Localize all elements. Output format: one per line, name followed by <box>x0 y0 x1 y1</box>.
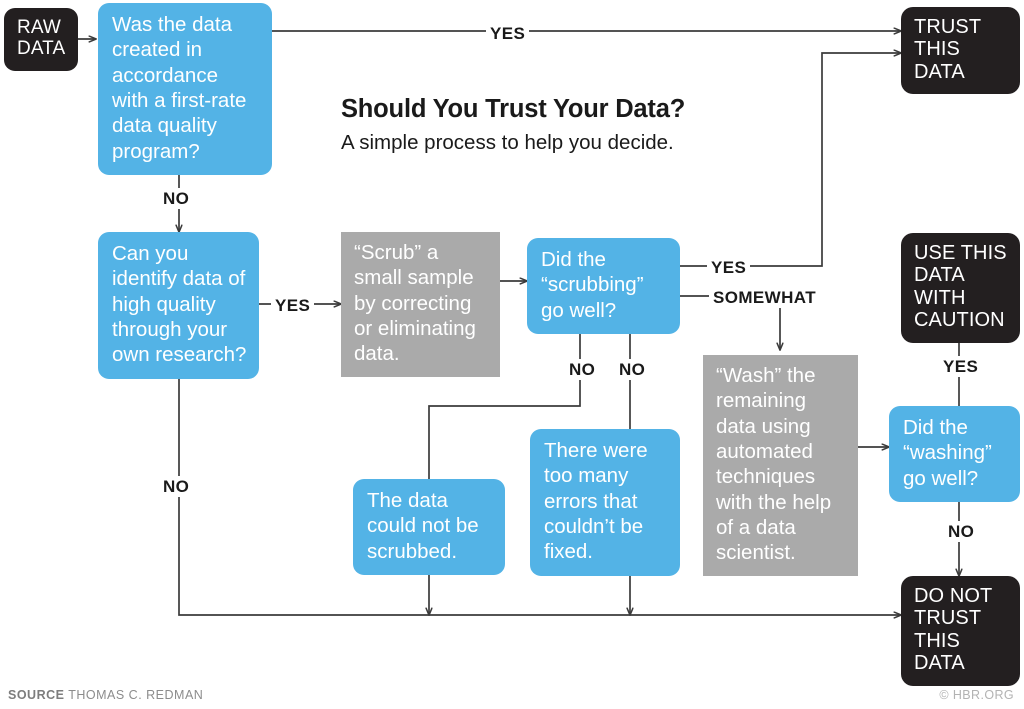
raw-data-label: RAW DATA <box>4 8 78 71</box>
edge-label-program-no: NO <box>159 188 194 209</box>
credit-label: © HBR.ORG <box>939 688 1014 702</box>
node-raw-data[interactable]: RAW DATA <box>4 8 78 71</box>
edge-label-washing-no: NO <box>944 521 979 542</box>
node-question-washing[interactable]: Did the “washing” go well? <box>889 406 1020 502</box>
headline-block: Should You Trust Your Data? A simple pro… <box>341 95 685 155</box>
process-scrub-label: “Scrub” a small sample by correcting or … <box>341 232 500 377</box>
node-statement-could-not-scrub[interactable]: The data could not be scrubbed. <box>353 479 505 575</box>
page-title: Should You Trust Your Data? <box>341 95 686 123</box>
node-terminal-caution[interactable]: USE THIS DATA WITH CAUTION <box>901 233 1020 343</box>
edge-label-research-no: NO <box>159 476 194 497</box>
edge-label-scrubbing-yes: YES <box>707 257 751 278</box>
node-terminal-trust[interactable]: TRUST THIS DATA <box>901 7 1020 95</box>
terminal-do-not-trust-label: DO NOT TRUST THIS DATA <box>901 576 1020 686</box>
question-quality-program-label: Was the data created in accordance with … <box>98 3 272 175</box>
edge-label-washing-yes: YES <box>939 356 983 377</box>
question-scrubbing-label: Did the “scrubbing” go well? <box>527 238 680 334</box>
page-subtitle: A simple process to help you decide. <box>341 131 674 155</box>
source-line: SOURCE THOMAS C. REDMAN <box>8 688 203 702</box>
node-process-wash[interactable]: “Wash” the remaining data using automate… <box>703 355 858 576</box>
edge-label-research-yes: YES <box>271 295 315 316</box>
node-statement-too-many-errors[interactable]: There were too many errors that couldn’t… <box>530 429 680 576</box>
node-question-scrubbing[interactable]: Did the “scrubbing” go well? <box>527 238 680 334</box>
edge-scrubbing-yes <box>680 53 901 267</box>
node-question-own-research[interactable]: Can you identify data of high quality th… <box>98 232 259 379</box>
node-question-quality-program[interactable]: Was the data created in accordance with … <box>98 3 272 175</box>
node-process-scrub[interactable]: “Scrub” a small sample by correcting or … <box>341 232 500 377</box>
edge-label-scrubbing-no-right: NO <box>615 359 650 380</box>
edge-label-program-yes: YES <box>486 23 530 44</box>
question-own-research-label: Can you identify data of high quality th… <box>98 232 259 379</box>
process-wash-label: “Wash” the remaining data using automate… <box>703 355 858 576</box>
statement-too-many-errors-label: There were too many errors that couldn’t… <box>530 429 680 576</box>
question-washing-label: Did the “washing” go well? <box>889 406 1020 502</box>
node-terminal-do-not-trust[interactable]: DO NOT TRUST THIS DATA <box>901 576 1020 686</box>
edge-label-scrubbing-no-left: NO <box>565 359 600 380</box>
statement-could-not-scrub-label: The data could not be scrubbed. <box>353 479 505 575</box>
source-name: THOMAS C. REDMAN <box>68 688 204 702</box>
terminal-trust-label: TRUST THIS DATA <box>901 7 1020 95</box>
source-label: SOURCE <box>8 688 65 702</box>
edge-label-scrubbing-somewhat: SOMEWHAT <box>709 287 820 308</box>
terminal-caution-label: USE THIS DATA WITH CAUTION <box>901 233 1020 343</box>
